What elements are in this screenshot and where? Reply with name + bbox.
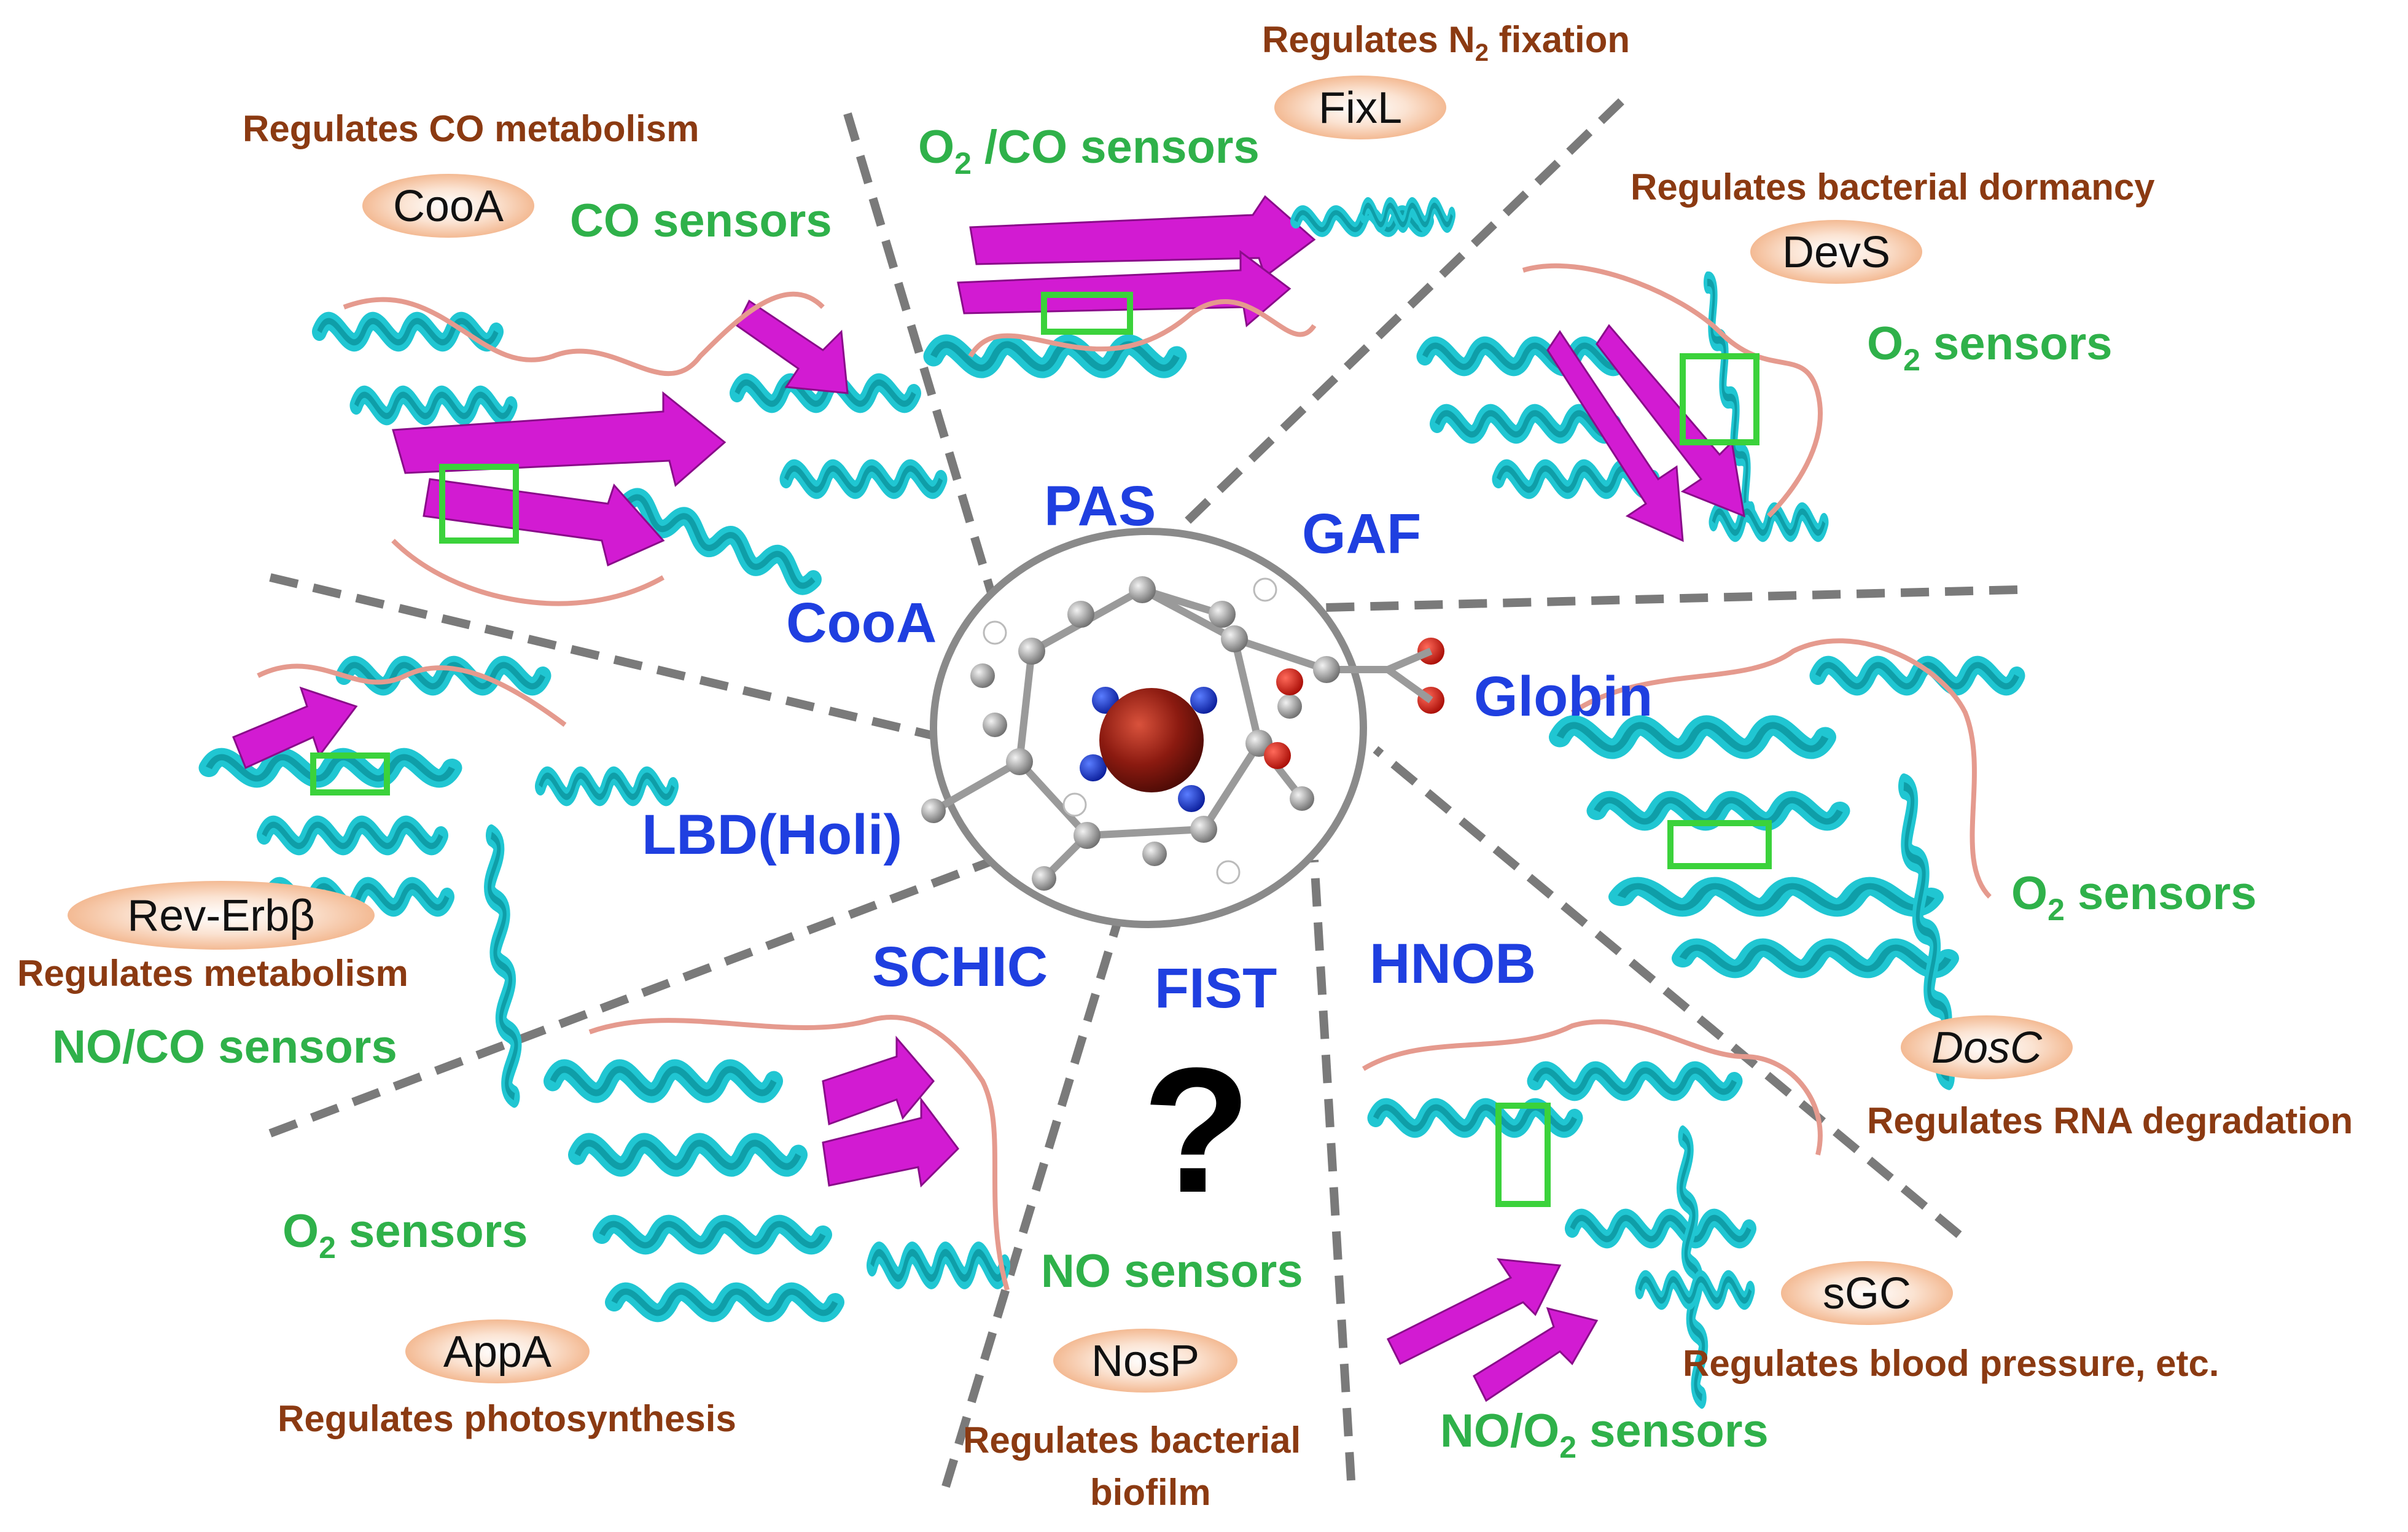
protein-sgc: sGC: [1823, 1269, 1911, 1318]
domain-fist: FIST: [1155, 957, 1277, 1020]
domain-schic: SCHIC: [872, 936, 1048, 998]
regulation-devs: Regulates bacterial dormancy: [1631, 166, 2155, 208]
regulation-fixl: Regulates N2 fixation: [1262, 19, 1630, 66]
pill-dosc: DosC: [1901, 1015, 2073, 1079]
devs-structure-icon: [1425, 263, 1824, 542]
appa-structure-icon: [553, 1015, 1007, 1313]
dosc-structure-icon: [1560, 638, 2017, 1082]
divider-fist-schic: [941, 920, 1122, 1488]
iron-atom: [1099, 688, 1204, 792]
sensor-devs: O2 sensors: [1867, 318, 2113, 377]
regulation-labels: Regulates N2 fixation Regulates CO metab…: [17, 19, 2353, 1513]
protein-cooa: CooA: [393, 182, 504, 231]
divider-globin-hnob: [1373, 746, 1962, 1238]
pill-appa: AppA: [405, 1319, 590, 1383]
divider-schic-lbd: [268, 856, 997, 1138]
divider-hnob-fist: [1310, 859, 1355, 1481]
question-mark: ?: [1142, 1031, 1251, 1230]
divider-lines: [268, 98, 2018, 1488]
fixl-structure-icon: [933, 195, 1452, 368]
sensor-nosp: NO sensors: [1041, 1245, 1303, 1297]
domain-globin: Globin: [1474, 665, 1653, 728]
sensor-appa: O2 sensors: [282, 1205, 528, 1265]
rev-erb-structure-icon: [209, 665, 673, 1099]
sensor-fixl: O2 /CO sensors: [918, 121, 1260, 181]
domain-hnob: HNOB: [1370, 932, 1536, 995]
protein-appa: AppA: [443, 1327, 551, 1377]
divider-lbd-cooa: [269, 573, 941, 741]
divider-pas-gaf: [1151, 98, 1624, 557]
protein-devs: DevS: [1782, 228, 1890, 277]
domain-cooa: CooA: [786, 592, 937, 654]
regulation-sgc: Regulates blood pressure, etc.: [1683, 1343, 2219, 1384]
sensor-rev-erb: NO/CO sensors: [52, 1021, 397, 1073]
protein-dosc: DosC: [1931, 1023, 2043, 1073]
regulation-rev-erb: Regulates metabolism: [17, 953, 408, 994]
domain-gaf: GAF: [1302, 502, 1421, 565]
pill-fixl: FixL: [1274, 76, 1446, 139]
regulation-dosc: Regulates RNA degradation: [1867, 1100, 2353, 1141]
sensor-dosc: O2 sensors: [2011, 867, 2257, 927]
protein-pills: FixL CooA DevS DosC Rev-Erbβ AppA NosP: [68, 76, 2073, 1393]
central-heme-model: [921, 528, 1444, 928]
domain-labels: PAS GAF CooA Globin LBD(Holi) SCHIC FIST…: [642, 475, 1653, 1020]
sensor-sgc: NO/O2 sensors: [1440, 1405, 1769, 1464]
regulation-nosp-line1: Regulates bacterial: [963, 1420, 1301, 1461]
regulation-cooa: Regulates CO metabolism: [243, 108, 699, 149]
regulation-appa: Regulates photosynthesis: [278, 1398, 736, 1439]
domain-pas: PAS: [1044, 475, 1156, 537]
sensor-cooa: CO sensors: [570, 195, 832, 247]
regulation-nosp-line2: biofilm: [1090, 1472, 1211, 1513]
sensor-labels: O2 /CO sensors CO sensors O2 sensors O2 …: [52, 121, 2257, 1464]
carbon-atoms: [921, 576, 1340, 891]
protein-nosp: NosP: [1091, 1337, 1199, 1386]
divider-gaf-globin: [1301, 585, 2018, 612]
cooa-structure-icon: [319, 291, 941, 606]
pill-sgc: sGC: [1781, 1261, 1953, 1325]
protein-rev-erb: Rev-Erbβ: [127, 891, 314, 940]
sgc-structure-icon: [1362, 1019, 1823, 1401]
domain-lbd: LBD(Holi): [642, 803, 902, 866]
pill-nosp: NosP: [1053, 1329, 1237, 1393]
protein-fixl: FixL: [1319, 84, 1402, 133]
pill-cooa: CooA: [362, 174, 534, 238]
pill-devs: DevS: [1750, 220, 1922, 284]
pill-rev-erb: Rev-Erbβ: [68, 881, 375, 950]
